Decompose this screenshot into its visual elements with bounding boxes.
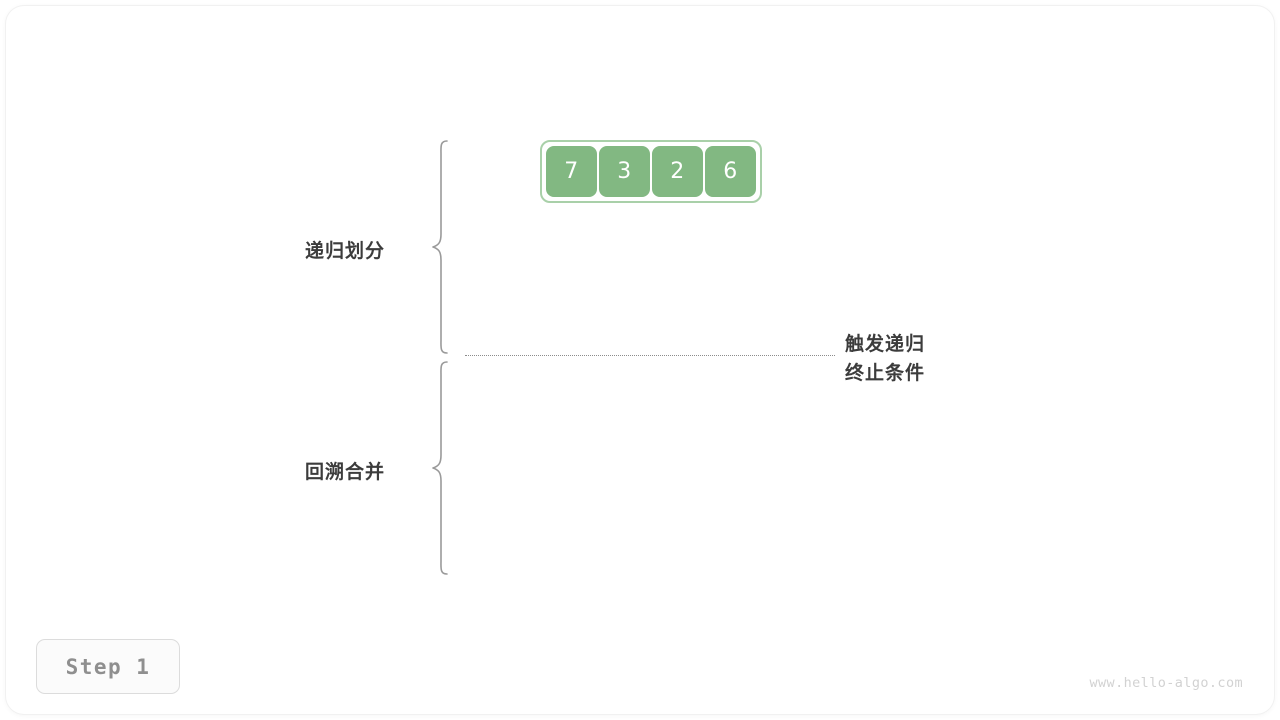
array-cell: 6: [705, 146, 756, 197]
phase-label-divide: 递归划分: [305, 240, 386, 262]
step-badge: Step 1: [36, 639, 180, 694]
card-surface: [6, 6, 1274, 714]
brace-merge-icon: [432, 361, 448, 575]
base-case-note: 触发递归 终止条件: [845, 330, 925, 388]
array-cell: 3: [599, 146, 650, 197]
array-container: 7 3 2 6: [540, 140, 762, 203]
base-case-note-line1: 触发递归: [845, 333, 926, 355]
brace-divide-icon: [432, 140, 448, 354]
phase-label-merge: 回溯合并: [305, 461, 386, 483]
array-group: 7 3 2 6: [540, 140, 762, 203]
base-case-note-line2: 终止条件: [845, 362, 926, 384]
watermark: www.hello-algo.com: [1089, 675, 1243, 691]
array-cell: 7: [546, 146, 597, 197]
array-cell: 2: [652, 146, 703, 197]
base-case-divider: [465, 355, 835, 356]
